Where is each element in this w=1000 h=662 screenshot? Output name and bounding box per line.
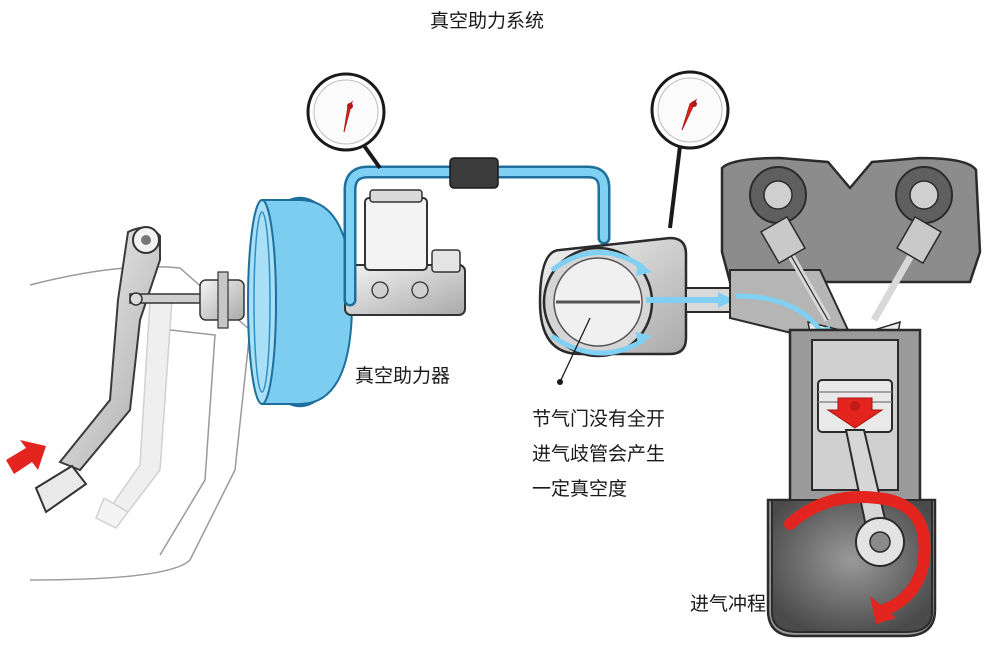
vacuum-booster	[200, 198, 352, 406]
throttle-label-line: 进气歧管会产生	[532, 437, 665, 472]
master-cylinder	[345, 190, 465, 315]
throttle-body	[540, 238, 686, 385]
engine-head	[722, 158, 980, 346]
throttle-label-line: 节气门没有全开	[532, 402, 665, 437]
diagram-title: 真空助力系统	[430, 12, 544, 31]
booster-label: 真空助力器	[355, 367, 450, 386]
throttle-label-line: 一定真空度	[532, 472, 665, 507]
pressure-gauge-icon	[308, 74, 384, 168]
throttle-label: 节气门没有全开 进气歧管会产生 一定真空度	[532, 402, 665, 507]
brake-pedal	[36, 227, 220, 512]
pressure-gauge-icon	[652, 72, 728, 228]
push-arrow-icon	[6, 440, 46, 474]
check-valve	[450, 158, 498, 188]
intake-stroke-label: 进气冲程	[690, 595, 766, 614]
